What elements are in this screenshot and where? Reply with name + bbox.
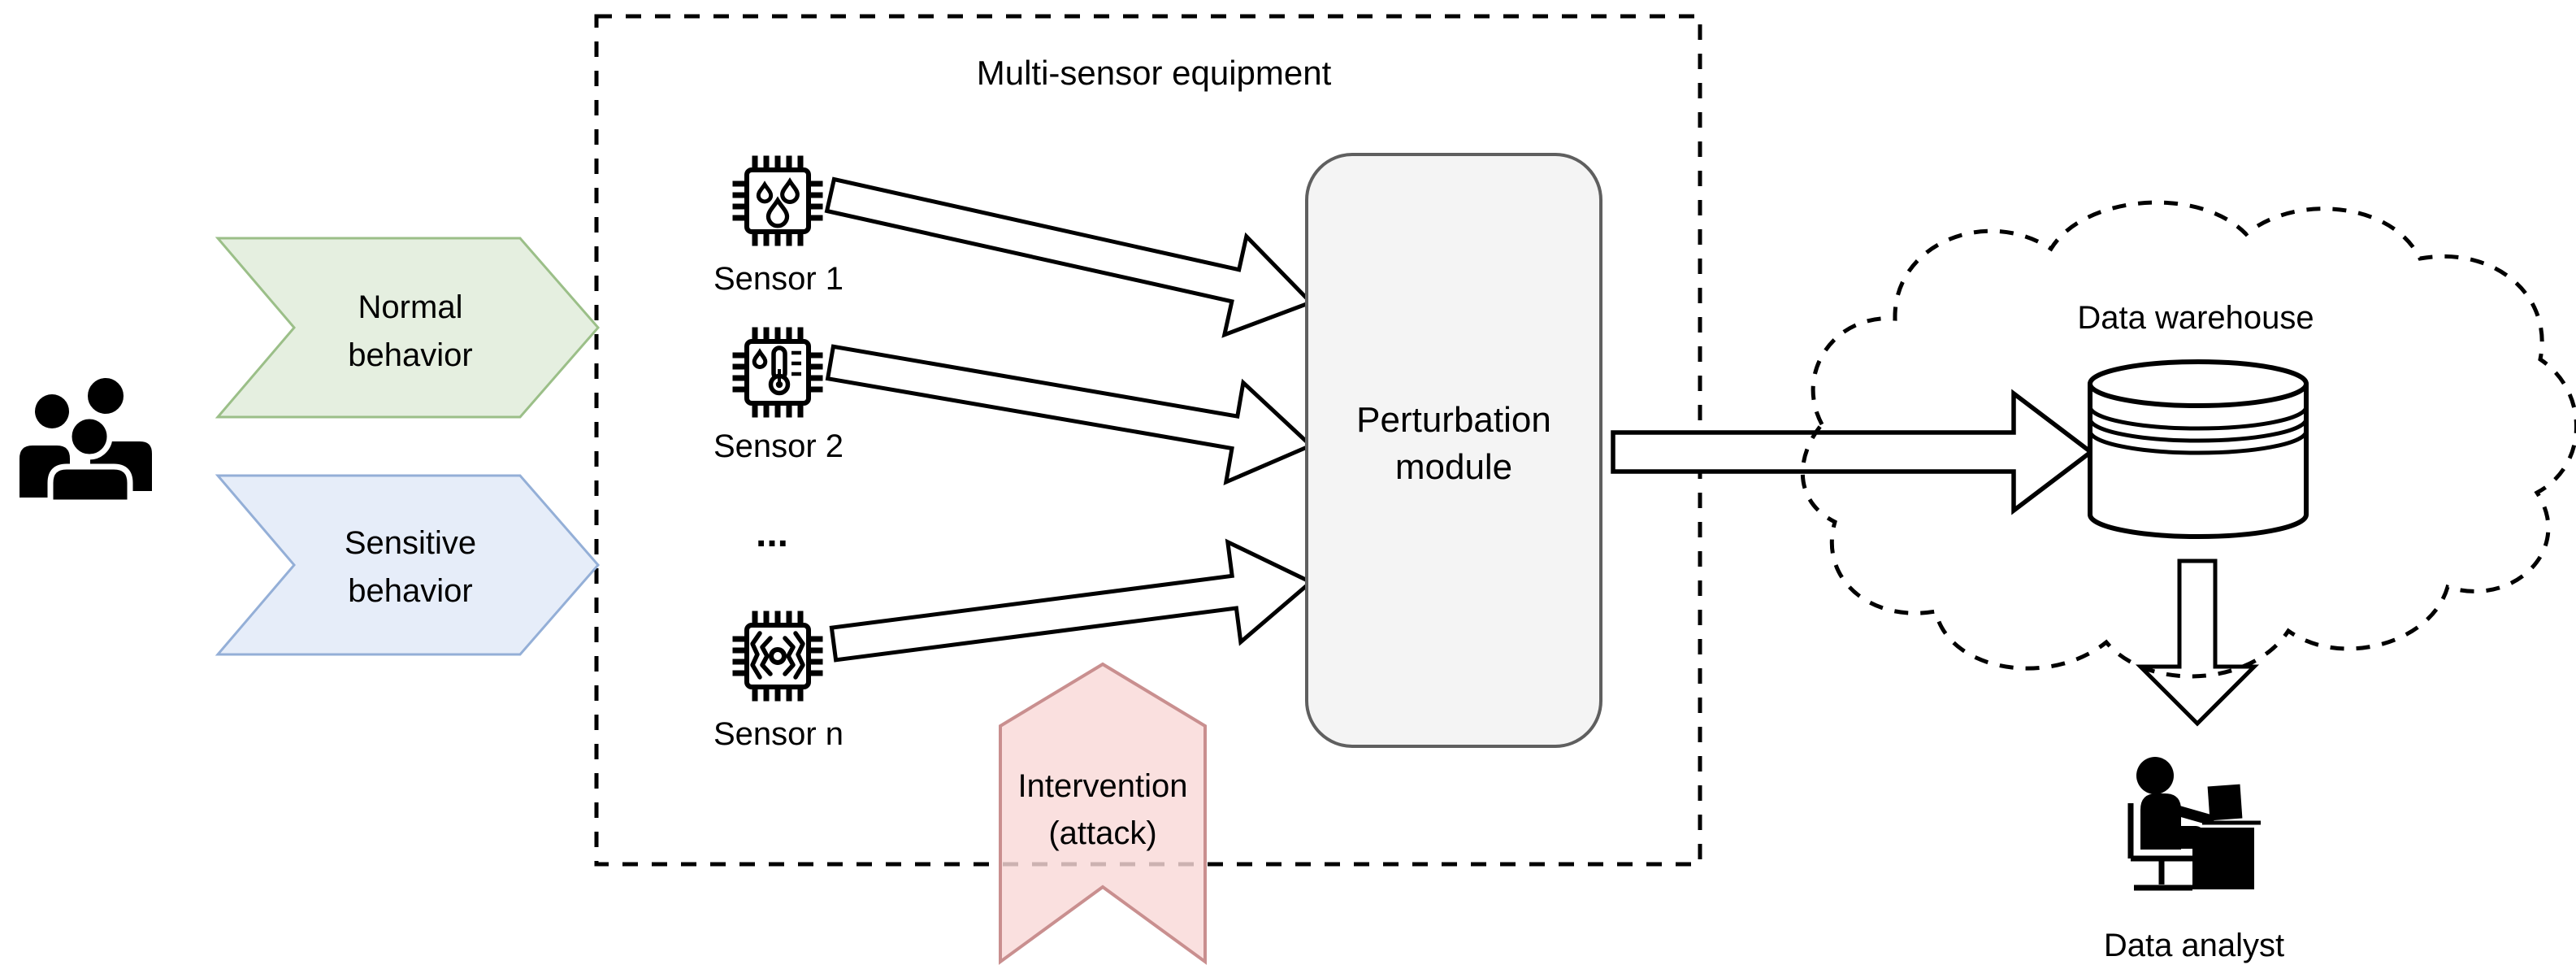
temperature-sensor-chip-icon bbox=[735, 330, 820, 415]
sensor-1-label: Sensor 1 bbox=[713, 261, 843, 297]
vibration-sensor-chip-icon bbox=[735, 614, 820, 698]
analyst-at-desk-icon bbox=[2127, 757, 2261, 891]
sensor-n-arrow bbox=[829, 538, 1315, 663]
sensor-n-label: Sensor n bbox=[713, 716, 843, 752]
intervention-ribbon bbox=[999, 662, 1207, 965]
perturbation-module: Perturbation module bbox=[1305, 153, 1602, 748]
sensitive-behavior-flow: Sensitive behavior bbox=[215, 474, 600, 656]
sensor-2-label: Sensor 2 bbox=[713, 428, 843, 464]
sensor-ellipsis: ... bbox=[756, 512, 788, 555]
cloud-outline bbox=[1800, 200, 2576, 679]
data-analyst-label: Data analyst bbox=[2104, 928, 2284, 963]
sensitive-behavior-label-line1: Sensitive bbox=[345, 525, 476, 561]
module-to-warehouse-arrow bbox=[1611, 389, 2095, 515]
humidity-sensor-chip-icon bbox=[735, 159, 820, 243]
perturbation-module-label-line1: Perturbation bbox=[1356, 400, 1551, 440]
sensitive-behavior-chevron bbox=[215, 474, 600, 656]
perturbation-module-label-line2: module bbox=[1395, 447, 1512, 487]
normal-behavior-chevron bbox=[215, 237, 600, 419]
equipment-title: Multi-sensor equipment bbox=[977, 54, 1332, 92]
normal-behavior-flow: Normal behavior bbox=[215, 237, 600, 419]
intervention-label-line2: (attack) bbox=[1048, 815, 1156, 851]
people-group-icon bbox=[20, 373, 157, 506]
sensor-2: Sensor 2 bbox=[713, 330, 843, 464]
sensor-1-arrow bbox=[824, 176, 1315, 338]
normal-behavior-label-line2: behavior bbox=[348, 337, 472, 373]
intervention-banner: Intervention (attack) bbox=[999, 662, 1207, 965]
intervention-label-line1: Intervention bbox=[1017, 768, 1187, 804]
database-cylinder-icon bbox=[2088, 359, 2309, 539]
perturbation-module-box bbox=[1305, 153, 1602, 748]
sensor-2-arrow bbox=[825, 344, 1315, 486]
sensitive-behavior-label-line2: behavior bbox=[348, 573, 472, 609]
sensor-arrows bbox=[824, 176, 1315, 663]
normal-behavior-label-line1: Normal bbox=[358, 289, 463, 325]
sensor-1: Sensor 1 bbox=[713, 159, 843, 297]
warehouse-to-analyst-arrow bbox=[2135, 559, 2260, 727]
data-warehouse-label: Data warehouse bbox=[2077, 300, 2314, 336]
sensor-n: Sensor n bbox=[713, 614, 843, 752]
